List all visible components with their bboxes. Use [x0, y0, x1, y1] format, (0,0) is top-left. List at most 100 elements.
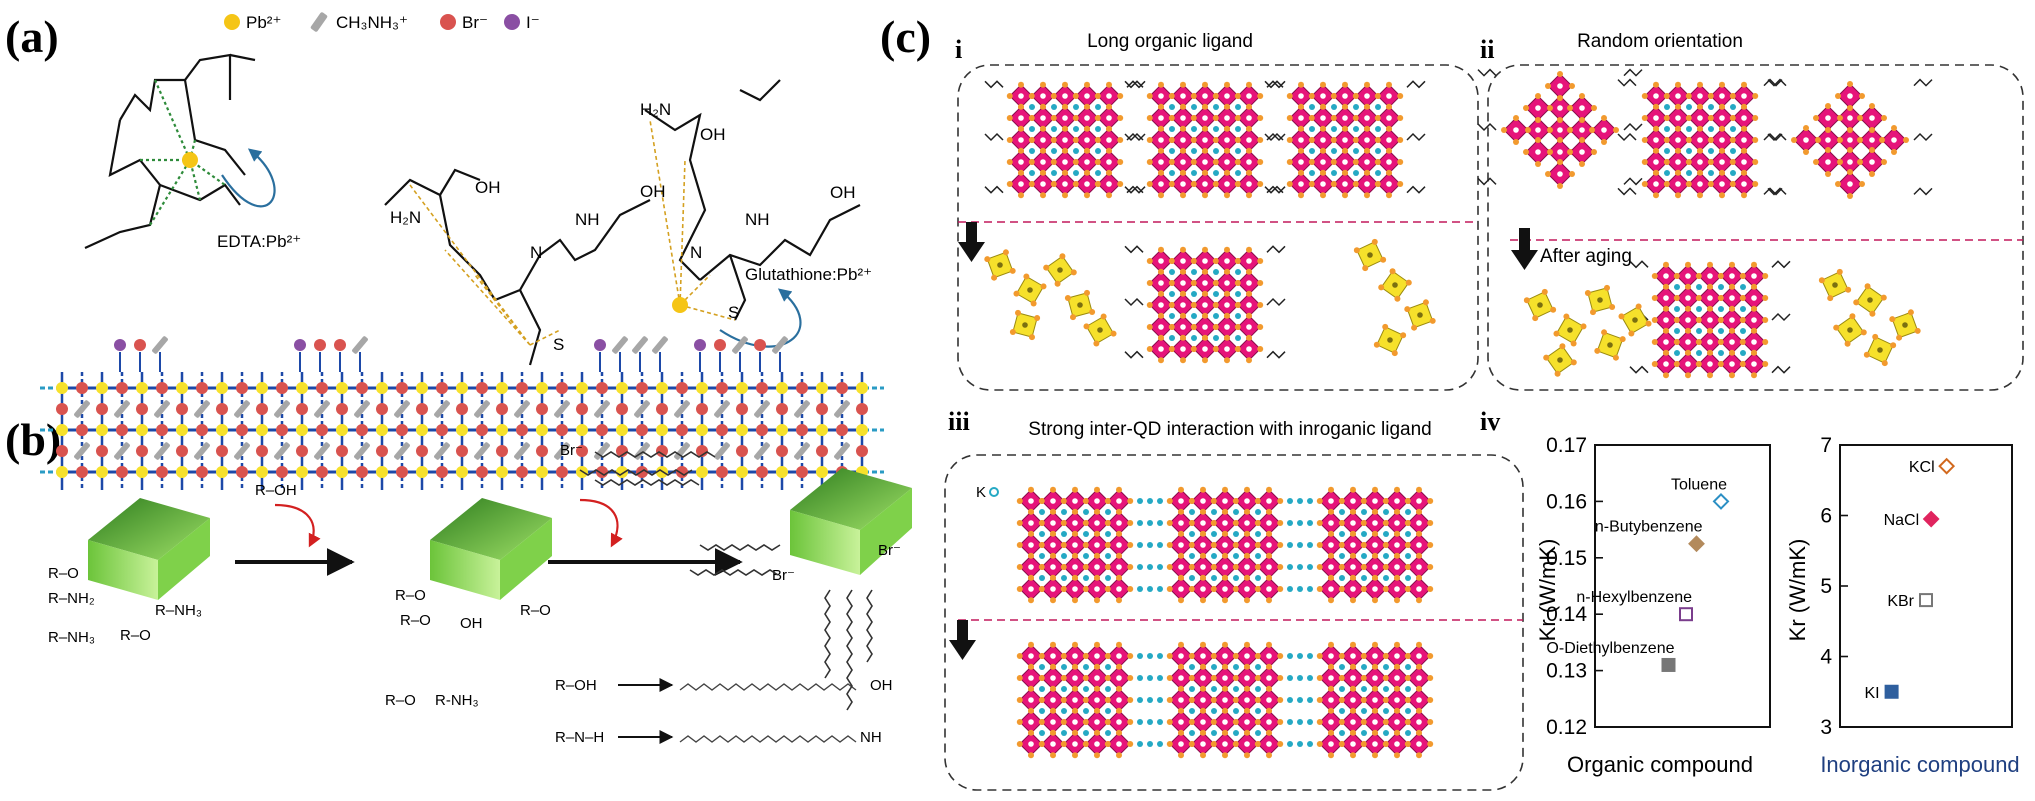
lattice-atom — [636, 382, 648, 394]
corner-atom — [1320, 147, 1326, 154]
corner-atom — [1567, 149, 1573, 155]
lattice-atom — [756, 382, 768, 394]
xlabel-inorganic: Inorganic compound — [1820, 752, 2019, 777]
k-ion — [1307, 586, 1313, 592]
lattice-atom — [856, 424, 868, 436]
corner-atom — [1394, 486, 1400, 493]
cation-site — [1083, 730, 1089, 736]
corner-atom — [1394, 685, 1400, 692]
corner-atom — [1695, 317, 1702, 323]
corner-atom — [1739, 361, 1746, 367]
ligand — [1913, 132, 1933, 142]
lattice-atom — [396, 424, 408, 436]
octahedron-center — [1180, 115, 1186, 121]
octahedron-center — [1178, 520, 1184, 526]
corner-atom — [1717, 361, 1724, 367]
corner-atom — [1739, 273, 1746, 279]
corner-atom — [1222, 729, 1228, 736]
octahedron-center — [1751, 361, 1757, 367]
octahedron-center — [1072, 498, 1078, 504]
corner-atom — [1244, 663, 1250, 670]
corner-atom — [1166, 498, 1173, 504]
corner-atom — [1386, 147, 1392, 154]
cation-site — [1233, 553, 1239, 559]
corner-atom — [1089, 309, 1096, 315]
qd-slab-3 — [790, 468, 912, 575]
octahedron-center — [1387, 337, 1393, 343]
cation-site — [1405, 531, 1411, 537]
k-ion — [1157, 719, 1163, 725]
corner-atom — [1825, 103, 1831, 109]
corner-atom — [1372, 597, 1378, 604]
octahedron-center — [1246, 346, 1252, 352]
corner-atom — [1653, 125, 1659, 132]
corner-atom — [1404, 564, 1411, 570]
corner-atom — [1060, 653, 1067, 659]
corner-atom — [1762, 361, 1769, 367]
corner-atom — [1062, 103, 1068, 110]
y-tick-label: 0.13 — [1546, 660, 1587, 683]
octahedron-center — [1244, 564, 1250, 570]
k-ion — [1297, 653, 1303, 659]
corner-atom — [1589, 127, 1595, 133]
corner-atom — [1308, 115, 1315, 121]
octahedron-center — [1386, 159, 1392, 165]
lattice-atom — [276, 382, 288, 394]
corner-atom — [1404, 719, 1411, 725]
octahedron-center — [1028, 653, 1034, 659]
cation-site — [1211, 553, 1217, 559]
b2-label-o: R–O — [385, 692, 416, 709]
octahedron-center — [1416, 520, 1422, 526]
corner-atom — [1064, 295, 1071, 301]
lattice-cation — [594, 400, 610, 418]
lattice-atom — [116, 424, 128, 436]
cation-site — [1233, 708, 1239, 714]
octahedron-center — [1663, 339, 1669, 345]
corner-atom — [1117, 181, 1124, 187]
lattice-atom — [536, 466, 548, 478]
octahedron-center — [1394, 719, 1400, 725]
corner-atom — [1168, 181, 1175, 187]
glutathione-coordination — [409, 119, 736, 346]
data-point — [1938, 457, 1956, 475]
corner-atom — [1234, 137, 1241, 143]
corner-atom — [1663, 181, 1670, 187]
octahedron-center — [1244, 498, 1250, 504]
lattice-atom — [756, 466, 768, 478]
octahedron-center — [1244, 520, 1250, 526]
corner-atom — [1210, 498, 1217, 504]
octahedron-center — [1719, 181, 1725, 187]
corner-atom — [1202, 312, 1208, 319]
corner-atom — [1416, 663, 1422, 670]
corner-atom — [1277, 586, 1284, 592]
octahedron-center — [1158, 324, 1164, 330]
corner-atom — [1803, 125, 1809, 131]
corner-atom — [1094, 685, 1100, 692]
lattice-atom — [456, 466, 468, 478]
corner-atom — [1815, 137, 1821, 143]
corner-atom — [1374, 137, 1381, 143]
octahedron-center — [1050, 498, 1056, 504]
octahedron-center — [1200, 675, 1206, 681]
corner-atom — [1729, 261, 1735, 268]
lattice-cation — [514, 400, 530, 418]
lattice-atom — [296, 382, 308, 394]
cation-site — [1339, 686, 1345, 692]
corner-atom — [1663, 372, 1669, 379]
cation-site — [1235, 269, 1241, 275]
octahedron-center — [1094, 498, 1100, 504]
octahedron-center — [1158, 115, 1164, 121]
corner-atom — [1330, 159, 1337, 165]
octahedron-center — [1224, 159, 1230, 165]
cation-site — [1191, 313, 1197, 319]
corner-atom — [1178, 530, 1184, 537]
octahedron-center — [1244, 586, 1250, 592]
corner-atom — [1719, 125, 1725, 132]
corner-atom — [1382, 719, 1389, 725]
b2-label-r-o-3: R–O — [520, 602, 551, 619]
corner-atom — [1094, 181, 1101, 187]
corner-atom — [1116, 685, 1122, 692]
corner-atom — [1013, 290, 1020, 297]
corner-atom — [1717, 317, 1724, 323]
corner-atom — [1545, 83, 1551, 89]
